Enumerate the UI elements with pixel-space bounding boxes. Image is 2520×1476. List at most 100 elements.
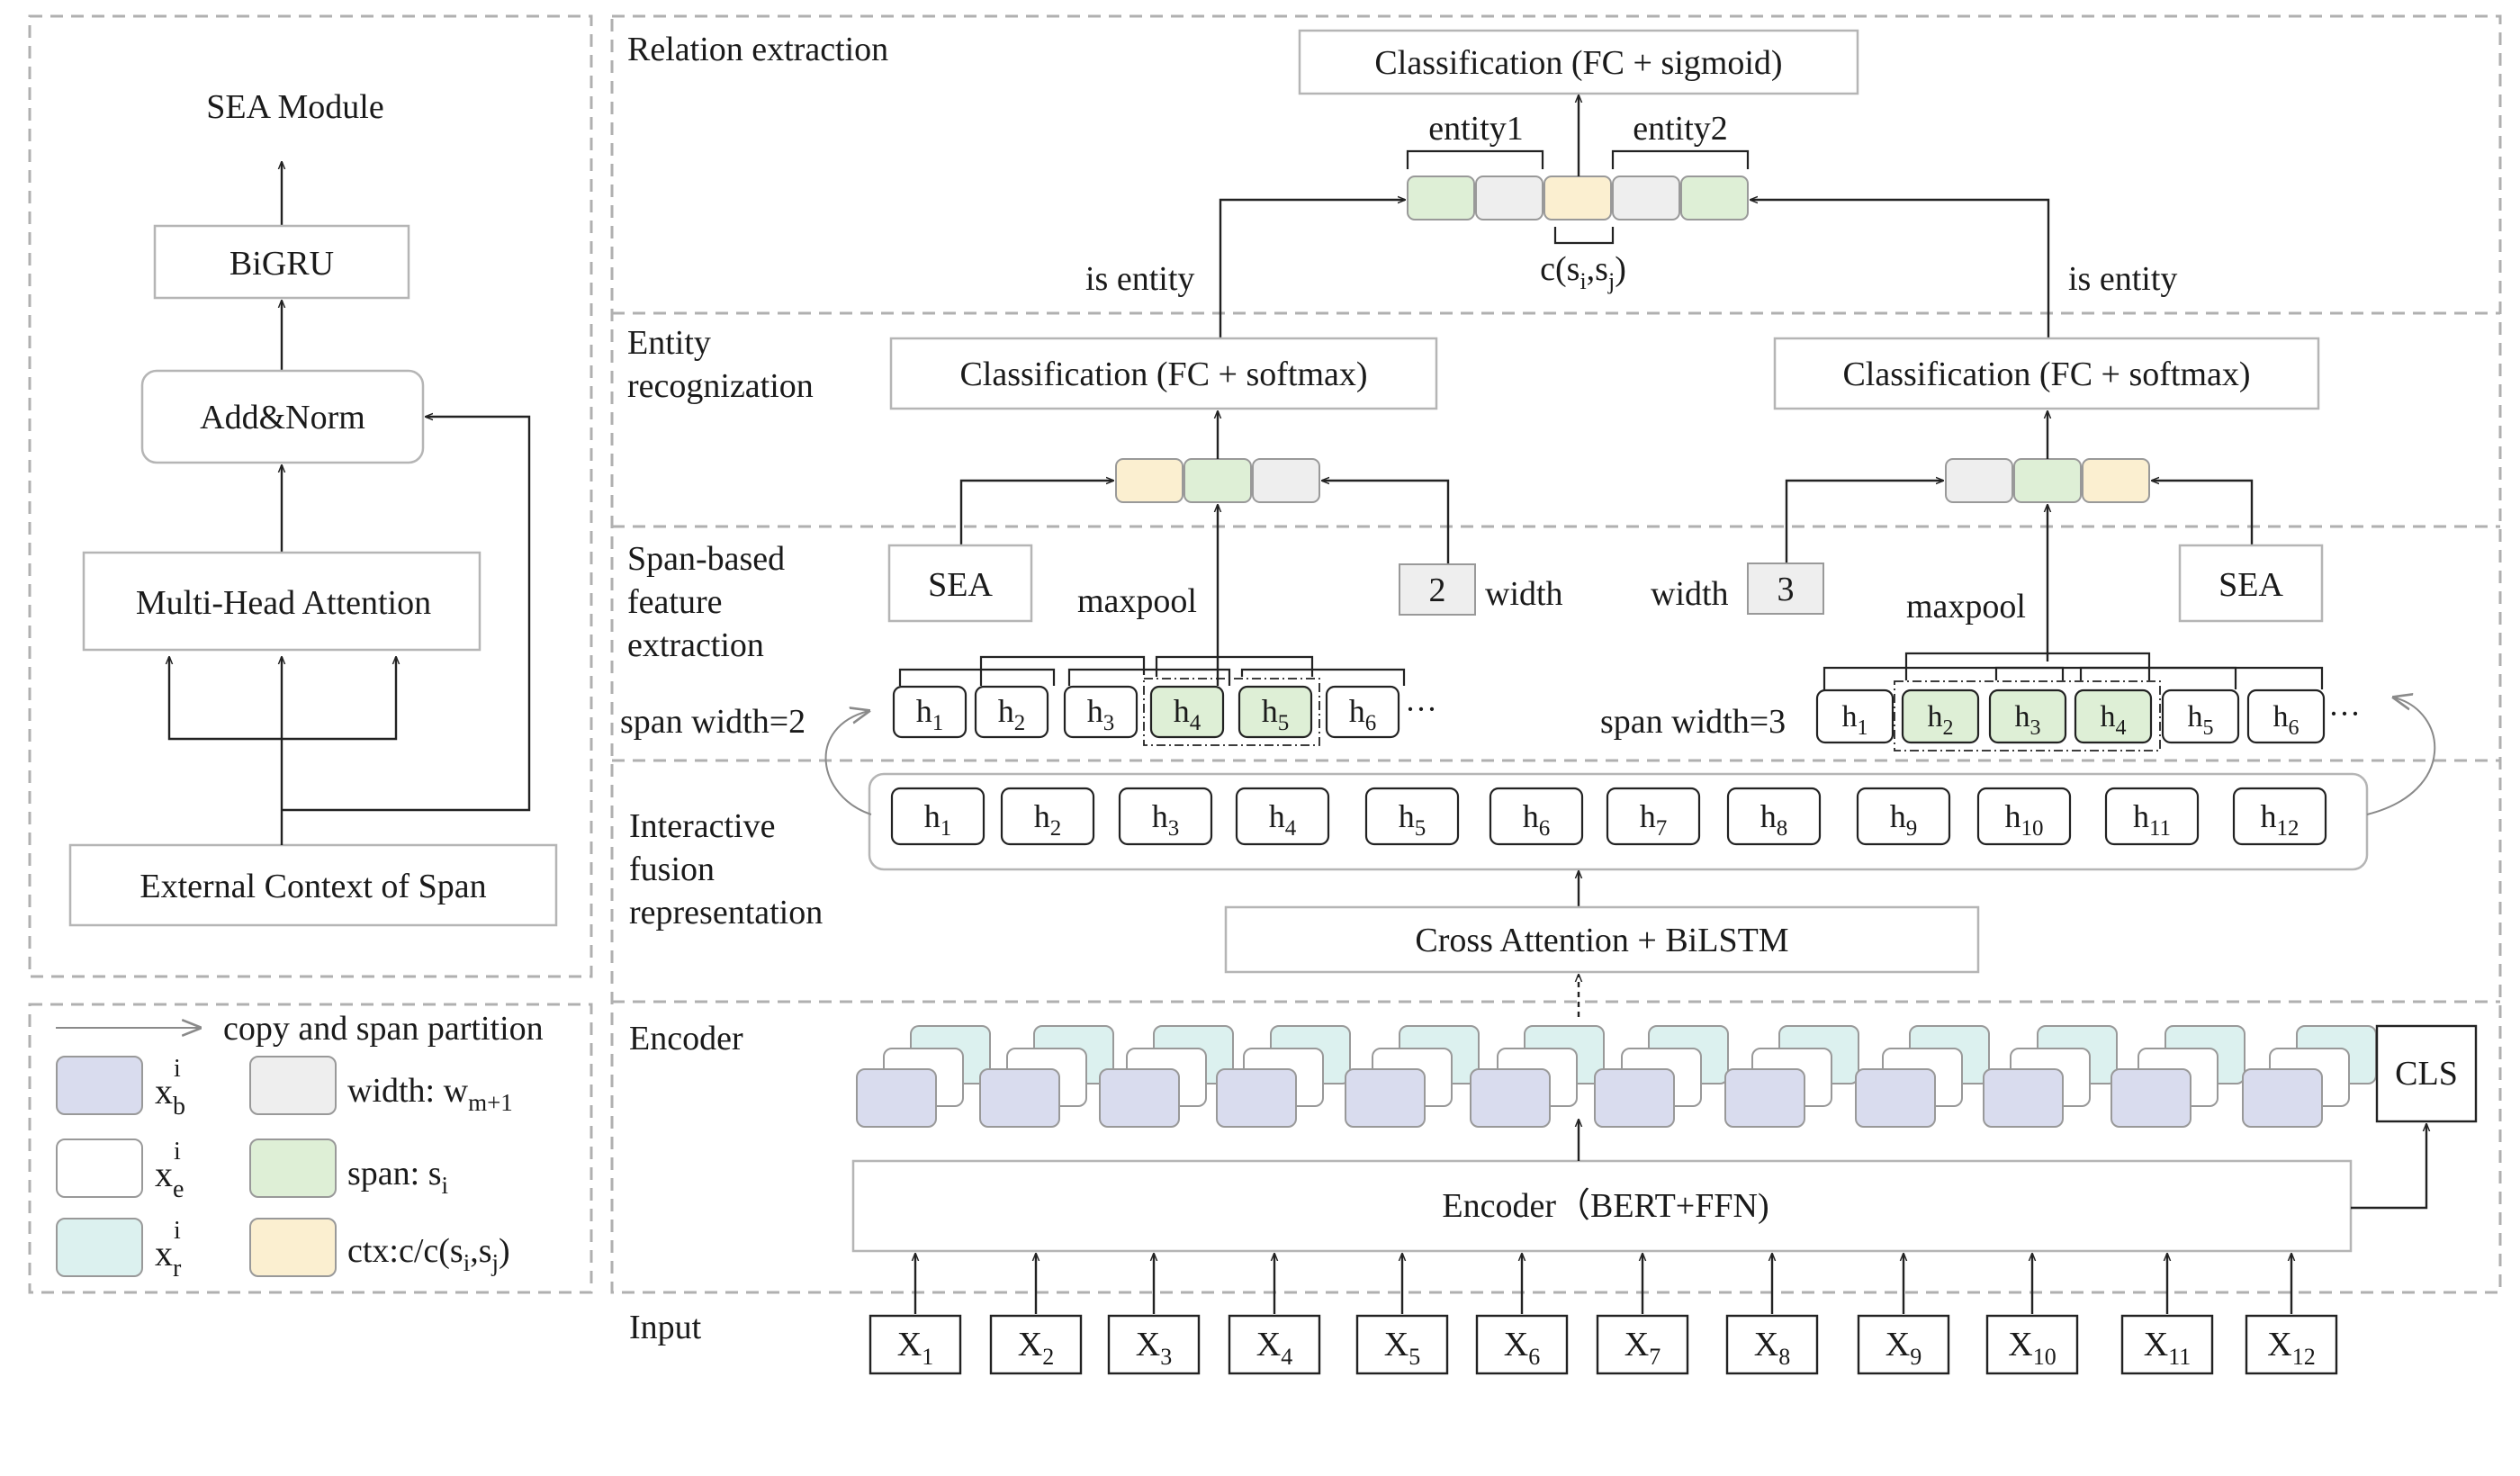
right-token-6: h6 <box>2246 688 2326 744</box>
section-relation: Relation extraction <box>627 31 888 68</box>
section-input: Input <box>629 1309 702 1346</box>
fusion-token-1: h1 <box>890 787 986 846</box>
rel-entity1-span-cell <box>1407 176 1475 220</box>
fusion-token-4: h4 <box>1235 787 1330 846</box>
relation-classifier-label: Classification (FC + sigmoid) <box>1374 44 1782 82</box>
input-token-8: X8 <box>1725 1254 1819 1375</box>
fusion-token-10: h10 <box>1976 787 2072 846</box>
svg-text:h7: h7 <box>1640 798 1668 841</box>
section-span-3: extraction <box>627 626 764 664</box>
input-token-2: X2 <box>989 1254 1083 1375</box>
rel-entity2-span-cell <box>1680 176 1749 220</box>
external-context-box <box>68 843 558 927</box>
section-labels: Relation extraction Entity recognization… <box>627 31 888 1346</box>
bert-embedding-xb <box>1724 1068 1805 1128</box>
legend-xr-label: xr <box>155 1233 182 1282</box>
bigru-label: BiGRU <box>230 245 334 283</box>
fusion-token-6: h6 <box>1489 787 1584 846</box>
panels <box>28 14 2502 1294</box>
section-span-2: feature <box>627 583 722 621</box>
svg-text:X8: X8 <box>1754 1326 1790 1370</box>
fusion-token-12: h12 <box>2232 787 2327 846</box>
embedding-stack <box>856 1025 991 1128</box>
svg-text:h6: h6 <box>1349 693 1377 735</box>
left-token-1: h1 <box>892 685 968 739</box>
input-token-11: X11 <box>2120 1254 2214 1375</box>
svg-text:h4: h4 <box>1174 693 1202 735</box>
mha-label: Multi-Head Attention <box>136 584 431 622</box>
svg-text:X7: X7 <box>1624 1326 1660 1370</box>
legend-xe-swatch <box>56 1138 143 1198</box>
width-left-box <box>1399 563 1476 616</box>
fusion-token-2: h2 <box>1000 787 1095 846</box>
left-ellipsis: ··· <box>1405 691 1437 727</box>
embedding-stacks <box>856 1025 2377 1128</box>
relation-brackets <box>1406 149 1750 245</box>
width-right-label: width <box>1651 575 1729 613</box>
section-fusion-3: representation <box>629 894 823 932</box>
left-selected-span-frame <box>1143 678 1320 746</box>
addnorm-box <box>140 369 425 464</box>
encoder-box <box>851 1159 2353 1253</box>
span-width-left-label: span width=2 <box>620 703 806 741</box>
addnorm-label: Add&Norm <box>200 399 365 436</box>
svg-text:h12: h12 <box>2261 798 2300 841</box>
embedding-stack <box>1724 1025 1859 1128</box>
sea-left-label: SEA <box>928 566 993 604</box>
input-token-4: X4 <box>1228 1254 1321 1375</box>
external-context-label: External Context of Span <box>140 868 486 905</box>
ent-left-ctx-cell <box>1115 458 1184 503</box>
width-right-box <box>1747 562 1824 615</box>
fusion-token-8: h8 <box>1726 787 1822 846</box>
input-token-5: X5 <box>1355 1254 1449 1375</box>
legend-copy-label: copy and span partition <box>223 1010 544 1048</box>
ent-left-width-cell <box>1252 458 1320 503</box>
encoder-to-cls <box>2351 1124 2426 1210</box>
cross-attention-box <box>1224 905 1980 974</box>
left-entity-to-relation <box>1219 200 1405 338</box>
fusion-token-7: h7 <box>1606 787 1701 846</box>
legend-width-swatch <box>249 1056 337 1115</box>
width-left-label: width <box>1485 575 1563 613</box>
entity-classifier-right-box <box>1773 337 2320 410</box>
span-feature-extraction: SEA SEA maxpool maxpool 2 width 3 width … <box>620 544 2361 752</box>
svg-text:h10: h10 <box>2005 798 2044 841</box>
legend-panel <box>28 1003 593 1294</box>
rel-entity1-width-cell <box>1475 176 1544 220</box>
input-token-12: X12 <box>2245 1254 2338 1375</box>
interactive-fusion: h1 h2 h3 h4 h5 h6 h7 h8 h9 h10 h11 <box>824 698 2436 1017</box>
svg-text:h3: h3 <box>1152 798 1180 841</box>
svg-text:h4: h4 <box>1269 798 1297 841</box>
sea-right-box <box>2178 544 2324 623</box>
bert-embedding-xb <box>1470 1068 1551 1128</box>
fusion-token-3: h3 <box>1118 787 1213 846</box>
relation-classifier-box <box>1298 29 1859 95</box>
svg-text:X11: X11 <box>2144 1326 2192 1370</box>
width-left-value: 2 <box>1429 572 1446 609</box>
maxpool-left-label: maxpool <box>1077 582 1197 620</box>
bert-embedding-xb <box>1345 1068 1426 1128</box>
right-token-2-span: h2 <box>1901 688 1980 744</box>
left-token-4-span: h4 <box>1149 685 1225 739</box>
svg-text:h3: h3 <box>2015 700 2041 740</box>
width-right-value: 3 <box>1778 571 1795 608</box>
legend: copy and span partition xb i xe i xr i w… <box>56 1010 544 1282</box>
embedding-stack <box>979 1025 1114 1128</box>
svg-text:h11: h11 <box>2133 798 2171 841</box>
bert-embedding-xb <box>979 1068 1060 1128</box>
right-token-4-span: h4 <box>2074 688 2153 744</box>
legend-xr-swatch <box>56 1218 143 1277</box>
svg-text:h1: h1 <box>1842 700 1868 740</box>
legend-xb-sup: i <box>174 1055 181 1083</box>
left-token-2: h2 <box>974 685 1049 739</box>
legend-xe-label: xe <box>155 1154 184 1203</box>
embedding-stack <box>2242 1025 2377 1128</box>
rel-entity2-width-cell <box>1612 176 1680 220</box>
entity-connectors <box>959 411 2254 686</box>
legend-ctx-swatch <box>249 1218 337 1277</box>
left-token-3: h3 <box>1063 685 1138 739</box>
is-entity-left: is entity <box>1085 260 1194 298</box>
right-span-brackets <box>1822 652 2324 689</box>
